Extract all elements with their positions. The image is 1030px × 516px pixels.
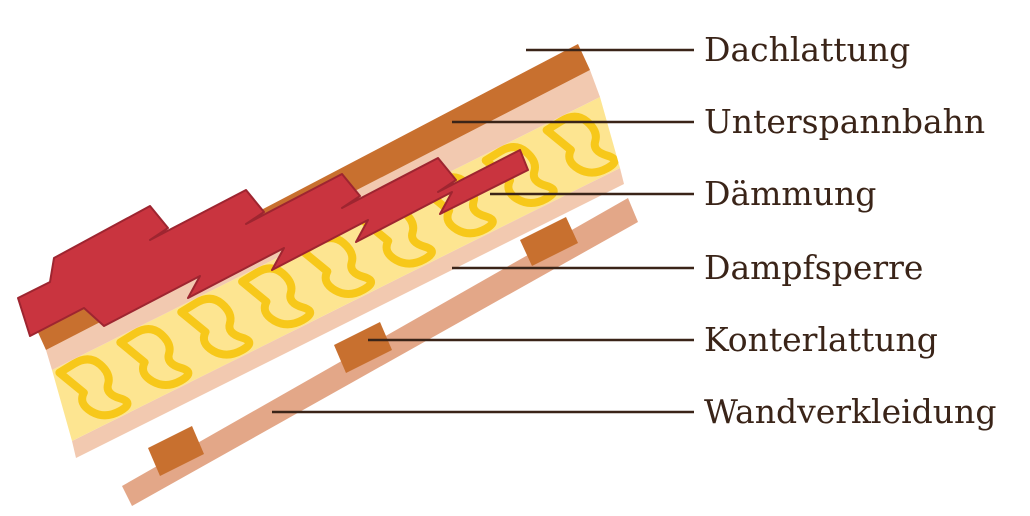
counter-batten	[148, 426, 204, 476]
label-daemmung: Dämmung	[704, 174, 876, 213]
leader-lines	[272, 48, 694, 414]
counter-battens	[148, 217, 578, 476]
insulation-curl	[55, 355, 132, 420]
label-konterlattung: Konterlattung	[704, 320, 938, 359]
insulation-curl	[542, 112, 619, 177]
insulation-curl	[238, 264, 315, 329]
counter-batten	[520, 217, 578, 266]
label-dampfsperre: Dampfsperre	[704, 248, 923, 287]
label-wandverkleidung: Wandverkleidung	[704, 392, 996, 431]
insulation-curl	[481, 143, 558, 207]
label-unterspannbahn: Unterspannbahn	[704, 102, 985, 141]
label-dachlattung: Dachlattung	[704, 30, 910, 69]
vapour-barrier-layer	[72, 168, 624, 458]
counter-batten	[334, 322, 392, 373]
layer-labels: Dachlattung Unterspannbahn Dämmung Dampf…	[704, 30, 996, 431]
insulation-curl	[116, 325, 193, 389]
insulation-curl	[177, 294, 254, 359]
roof-tiles	[17, 149, 529, 337]
